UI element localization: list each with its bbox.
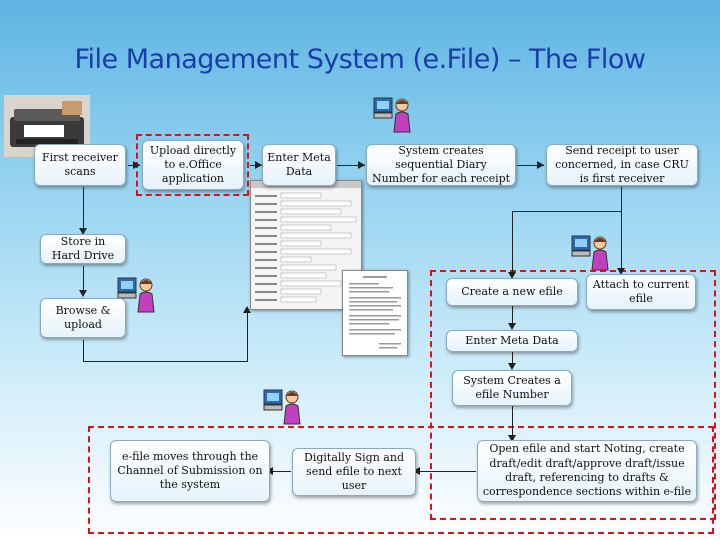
connector [271,471,291,472]
arrow-head [537,161,544,169]
scanner-icon [4,95,90,157]
step-diary-number: System creates sequential Diary Number f… [366,144,516,186]
step-label: Enter Meta Data [267,150,331,178]
step-upload-direct: Upload directly to e.Office application [142,140,244,190]
arrow-head [508,435,516,442]
arrow-head [243,306,251,313]
connector [512,306,513,328]
connector [621,211,622,273]
step-open-efile: Open efile and start Noting, create draf… [477,440,697,502]
user-at-computer-icon [263,389,301,425]
connector [83,187,84,233]
arrow-head [255,161,262,169]
arrow-head [413,467,420,475]
step-digital-sign: Digitally Sign and send efile to next us… [292,448,416,496]
slide-title: File Management System (e.File) – The Fl… [74,44,646,75]
receipt-document-image [342,270,408,356]
step-label: Create a new efile [461,284,563,298]
step-label: Digitally Sign and send efile to next us… [304,450,404,493]
connector [337,165,365,166]
step-attach-efile: Attach to current efile [586,274,696,310]
step-label: Browse & upload [55,303,111,331]
connector [512,211,513,277]
connector [418,471,476,472]
step-enter-meta-top: Enter Meta Data [262,144,336,186]
step-label: First receiver scans [42,150,118,178]
step-label: System creates sequential Diary Number f… [371,143,511,186]
connector [83,340,84,362]
step-first-receiver: First receiver scans [34,144,126,186]
step-label: System Creates a efile Number [463,373,561,401]
arrow-head [79,228,87,235]
step-browse-upload: Browse & upload [40,298,126,338]
connector [512,211,622,212]
step-efile-number: System Creates a efile Number [452,370,572,406]
step-label: Enter Meta Data [465,333,559,347]
step-label: Attach to current efile [592,277,690,305]
arrow-head [79,290,87,297]
step-label: e-file moves through the Channel of Subm… [117,449,263,492]
connector [517,165,544,166]
arrow-head [508,363,516,370]
step-enter-meta-mid: Enter Meta Data [446,330,578,352]
efile-movement-region [88,426,714,534]
step-label: Store in Hard Drive [51,234,115,262]
arrow-head [133,161,140,169]
arrow-head [617,268,625,275]
step-label: Send receipt to user concerned, in case … [555,143,689,186]
arrow-head [508,323,516,330]
step-label: Upload directly to e.Office application [149,143,237,186]
user-at-computer-icon [373,97,411,133]
connector [83,361,248,362]
connector [621,187,622,211]
arrow-head [358,161,365,169]
step-label: Open efile and start Noting, create draf… [482,442,692,499]
step-create-efile: Create a new efile [446,278,578,306]
step-send-receipt: Send receipt to user concerned, in case … [546,144,698,186]
connector [512,352,513,368]
connector [83,266,84,296]
step-store-hard-drive: Store in Hard Drive [40,234,126,264]
user-at-computer-icon [117,277,155,313]
efile-process-region [430,270,716,520]
step-channel-submission: e-file moves through the Channel of Subm… [110,440,270,502]
connector [247,310,248,362]
user-at-computer-icon [571,235,609,271]
connector [512,406,513,440]
arrow-head [508,272,516,279]
